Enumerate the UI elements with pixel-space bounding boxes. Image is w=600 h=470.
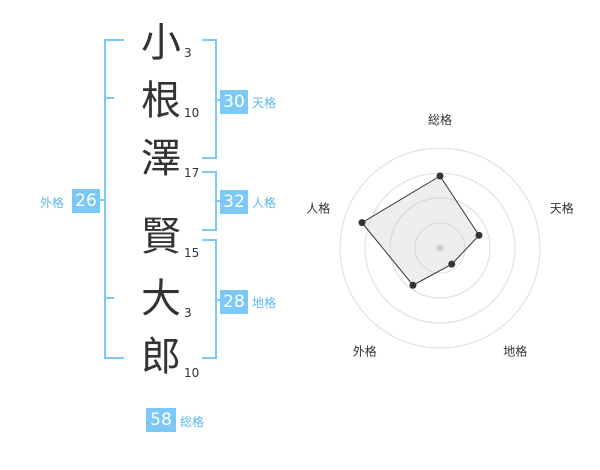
stroke-count-6: 10: [184, 366, 200, 380]
chikaku-value: 28: [220, 290, 248, 314]
radar-point-2: [475, 231, 483, 239]
gaikaku-value: 26: [72, 189, 100, 213]
radar-point-1: [436, 172, 444, 180]
radar-axis-label-4: 外格: [353, 344, 377, 359]
name-char-2: 根: [141, 78, 181, 124]
radar-point-3: [448, 260, 456, 268]
jinkaku-value: 32: [220, 190, 248, 214]
stroke-count-3: 17: [184, 166, 200, 180]
soukaku-label: 総格: [180, 415, 205, 429]
radar-ring: [339, 147, 541, 349]
radar-axis-label-5: 人格: [306, 200, 330, 215]
gaikaku-bracket: [104, 39, 124, 359]
radar-center-dot: [436, 244, 444, 252]
name-char-1: 小: [141, 20, 181, 66]
radar-point-5: [358, 219, 366, 227]
radar-ring: [389, 197, 491, 299]
name-char-4: 賢: [141, 214, 181, 260]
name-char-5: 大: [141, 276, 181, 322]
radar-ring: [414, 222, 466, 274]
soukaku-value: 58: [146, 408, 176, 432]
name-char-6: 郎: [141, 334, 181, 380]
name-char-3: 澤: [141, 136, 181, 182]
radar-axis-label-3: 地格: [503, 344, 527, 359]
stroke-count-2: 10: [184, 106, 200, 120]
tenkaku-value: 30: [220, 90, 248, 114]
jinkaku-bracket: [202, 171, 217, 231]
gaikaku-label: 外格: [40, 196, 65, 210]
radar-axis-label-1: 総格: [428, 112, 452, 127]
stroke-count-1: 3: [184, 46, 192, 60]
tenkaku-label: 天格: [252, 96, 277, 110]
radar-point-4: [409, 281, 417, 289]
chikaku-label: 地格: [252, 296, 277, 310]
radar-area: [361, 175, 480, 286]
jinkaku-label: 人格: [252, 196, 277, 210]
stroke-count-5: 3: [184, 306, 192, 320]
stroke-count-4: 15: [184, 246, 200, 260]
radar-axis-label-2: 天格: [550, 200, 574, 215]
